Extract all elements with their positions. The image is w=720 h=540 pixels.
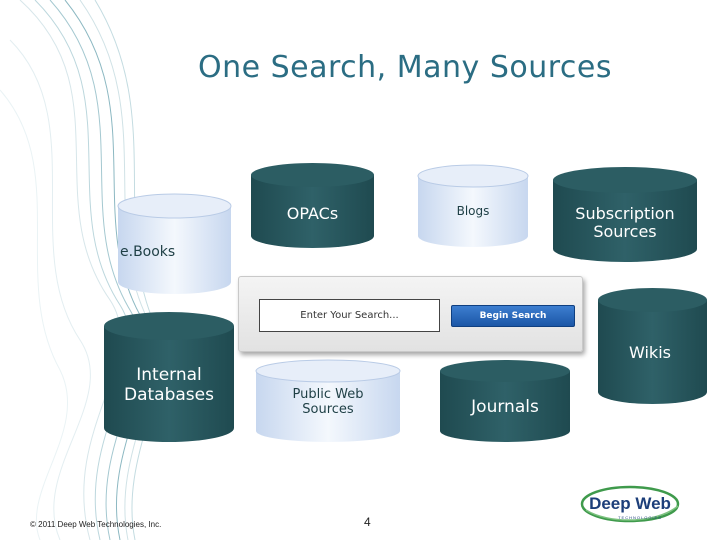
copyright-text: © 2011 Deep Web Technologies, Inc. xyxy=(30,520,162,529)
cylinder-blogs: Blogs xyxy=(417,164,529,247)
cylinder-journals-shape xyxy=(440,360,570,442)
public-web-label: Public Web Sources xyxy=(292,387,364,417)
logo-text: Deep Web xyxy=(589,494,671,513)
cylinder-journals: Journals xyxy=(440,360,570,442)
page-number: 4 xyxy=(364,515,371,529)
decorative-swirl xyxy=(0,0,161,540)
internal-label: Internal Databases xyxy=(124,365,214,405)
search-input[interactable]: Enter Your Search... xyxy=(259,299,440,332)
cylinder-wikis-shape xyxy=(598,288,707,404)
opacs-label: OPACs xyxy=(286,204,339,223)
cylinder-opacs-shape xyxy=(251,163,374,248)
cylinder-wikis xyxy=(598,288,707,404)
slide-title: One Search, Many Sources xyxy=(198,50,612,85)
begin-search-button[interactable]: Begin Search xyxy=(451,305,575,327)
subscription-label: Subscription Sources xyxy=(575,204,675,242)
cylinder-public-web: Public Web Sources xyxy=(255,359,401,442)
cylinder-ebooks xyxy=(117,193,232,294)
cylinder-ebooks-shape xyxy=(117,193,232,294)
cylinder-internal: Internal Databases xyxy=(104,312,234,442)
cylinder-public-web-shape xyxy=(255,359,401,442)
cylinder-subscription: Subscription Sources xyxy=(553,167,697,262)
cylinder-internal-shape xyxy=(104,312,234,442)
cylinder-subscription-shape xyxy=(553,167,697,262)
journals-label: Journals xyxy=(471,397,539,417)
search-panel: Enter Your Search... Begin Search xyxy=(238,276,583,352)
wikis-label: Wikis xyxy=(629,343,671,362)
ebooks-label: e.Books xyxy=(120,244,176,260)
blogs-label: Blogs xyxy=(456,204,490,218)
logo-subtext: TECHNOLOGIES xyxy=(618,515,662,520)
cylinder-opacs: OPACs xyxy=(251,163,374,248)
deep-web-logo: Deep Web TECHNOLOGIES xyxy=(580,485,680,523)
cylinder-blogs-shape xyxy=(417,164,529,247)
